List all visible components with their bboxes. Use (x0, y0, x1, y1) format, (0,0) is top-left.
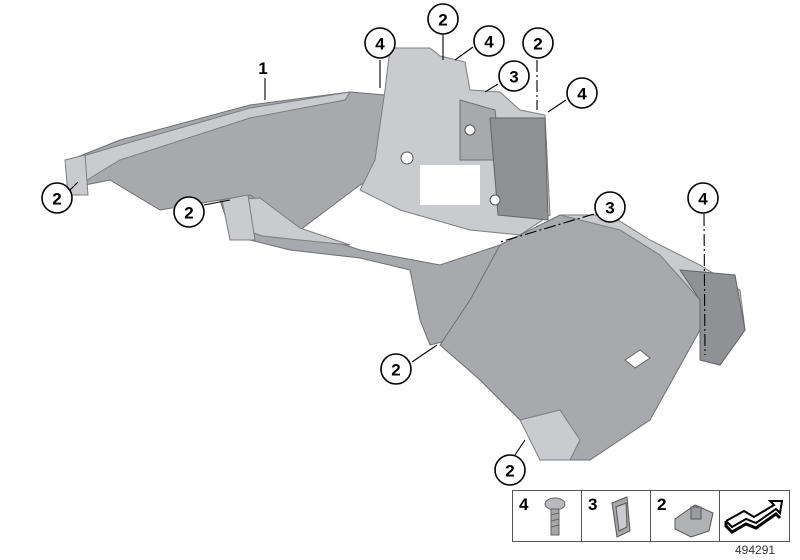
callout-2[interactable]: 2 (494, 454, 526, 486)
callout-3[interactable]: 3 (498, 60, 530, 92)
callout-4[interactable]: 4 (687, 182, 719, 214)
callout-4[interactable]: 4 (566, 77, 598, 109)
clip-nut-icon (674, 504, 714, 538)
legend-item-assembly-symbol[interactable] (720, 491, 789, 541)
svg-text:4: 4 (698, 190, 708, 209)
svg-text:2: 2 (391, 361, 400, 380)
legend-item-clip-nut[interactable]: 2 (651, 491, 720, 541)
svg-text:3: 3 (605, 199, 614, 218)
svg-text:2: 2 (184, 204, 193, 223)
svg-text:2: 2 (533, 35, 542, 54)
callout-2[interactable]: 2 (173, 196, 205, 228)
image-number: 494291 (735, 543, 776, 557)
svg-text:4: 4 (375, 35, 385, 54)
panel-part-illustration (64, 47, 746, 461)
callout-4[interactable]: 4 (473, 25, 505, 57)
leader-lines (69, 35, 706, 456)
callout-2[interactable]: 2 (427, 3, 459, 35)
legend-number: 2 (657, 495, 667, 514)
legend-item-screw[interactable]: 4 (513, 491, 582, 541)
callout-3[interactable]: 3 (594, 191, 626, 223)
legend-number: 3 (588, 495, 598, 514)
clip-icon (611, 496, 631, 538)
callout-1: 1 (258, 59, 267, 78)
callout-2[interactable]: 2 (522, 27, 554, 59)
legend-number: 4 (519, 495, 529, 514)
svg-text:4: 4 (577, 85, 587, 104)
svg-text:4: 4 (484, 33, 494, 52)
parts-legend: 4 3 2 (512, 490, 790, 542)
svg-text:2: 2 (52, 190, 61, 209)
svg-text:2: 2 (505, 462, 514, 481)
screw-icon (544, 497, 566, 536)
assembly-symbol-icon (724, 500, 784, 534)
svg-text:3: 3 (509, 68, 518, 87)
callout-4[interactable]: 4 (364, 27, 396, 59)
callout-2[interactable]: 2 (41, 182, 73, 214)
callout-2[interactable]: 2 (380, 353, 412, 385)
svg-text:2: 2 (438, 11, 447, 30)
legend-item-clip[interactable]: 3 (582, 491, 651, 541)
